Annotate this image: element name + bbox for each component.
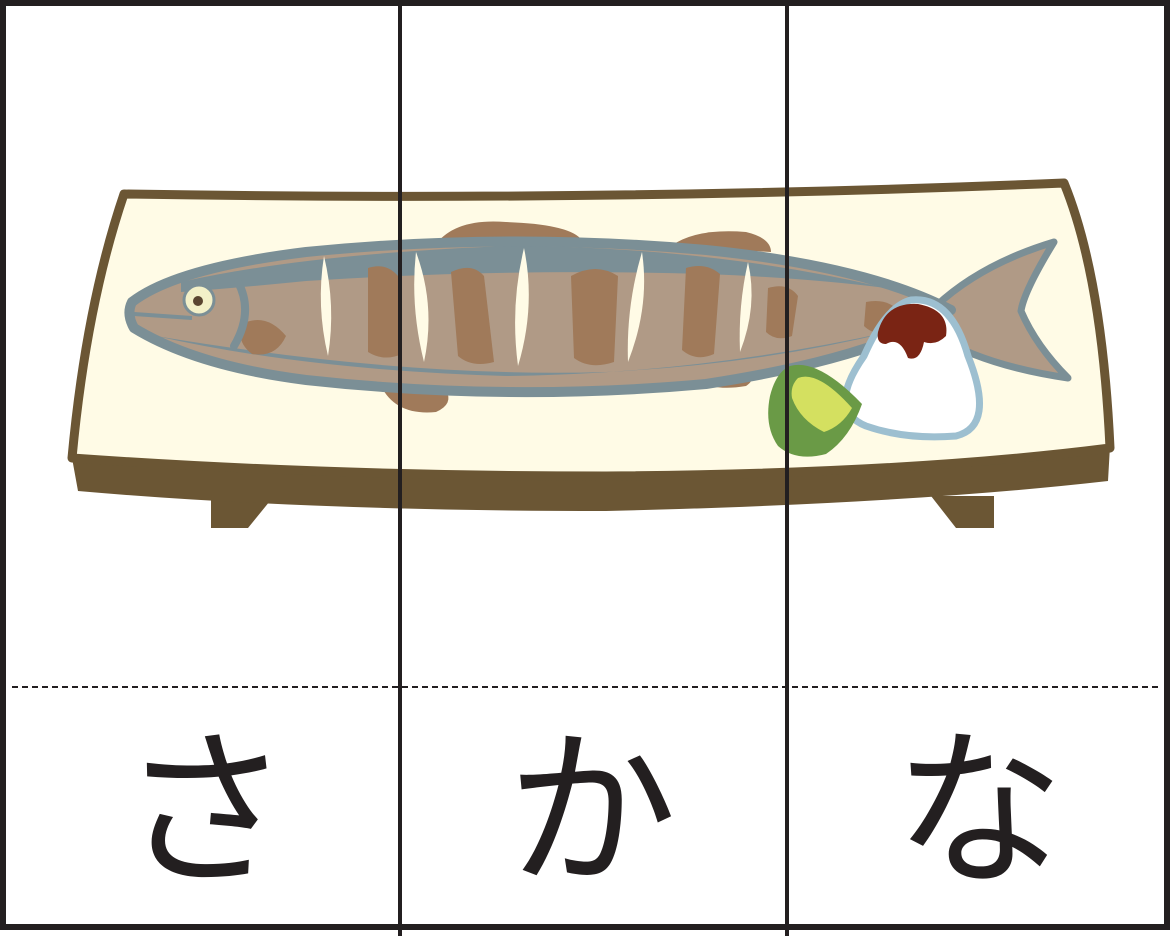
kana-tile-1[interactable]: さ bbox=[119, 713, 290, 911]
cut-line-2 bbox=[785, 6, 789, 936]
fish-belly bbox=[156, 328, 906, 376]
knife-cuts bbox=[320, 248, 752, 366]
fish-back bbox=[181, 246, 886, 292]
fish-mouth bbox=[133, 312, 193, 320]
plate-foot-right bbox=[931, 496, 994, 528]
kana-tile-3[interactable]: な bbox=[893, 713, 1064, 911]
kana-tile-2[interactable]: か bbox=[506, 713, 677, 911]
soy-sauce-icon bbox=[877, 303, 947, 359]
citrus-flesh bbox=[791, 376, 852, 432]
cut-line-1 bbox=[398, 6, 402, 936]
fish-pupil bbox=[193, 296, 203, 306]
plate-foot-left bbox=[211, 496, 274, 528]
fish-tail bbox=[932, 238, 1072, 382]
fold-line bbox=[12, 686, 1158, 688]
grilled-fish-on-plate-icon bbox=[67, 178, 1115, 528]
grill-marks bbox=[240, 266, 898, 366]
fish-gill bbox=[230, 278, 250, 350]
